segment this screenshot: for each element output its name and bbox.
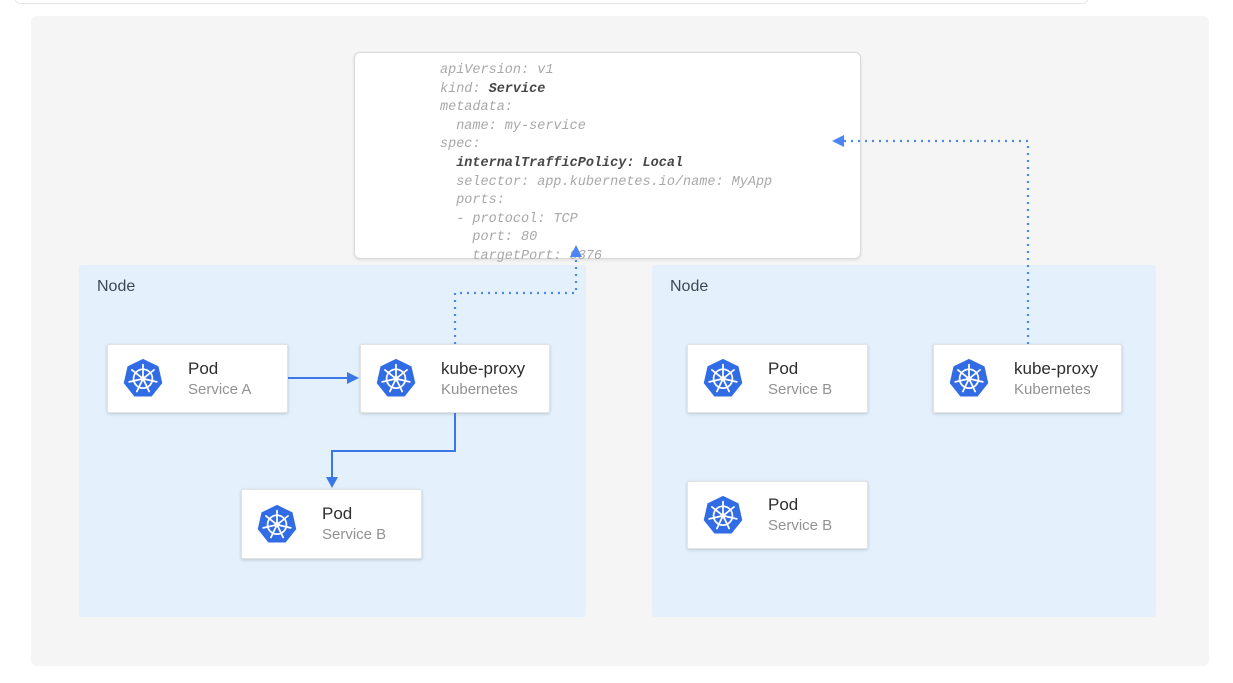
card-title: Pod	[768, 358, 799, 378]
card-subtitle: Service B	[768, 380, 833, 398]
yaml-line: name: my-service	[440, 118, 586, 134]
card-title: Pod	[768, 495, 799, 514]
yaml-line: spec:	[440, 137, 481, 153]
yaml-line: - protocol: TCP	[440, 211, 578, 227]
card-kube-proxy-right: kube-proxy Kubernetes	[933, 344, 1122, 413]
kubernetes-icon	[703, 495, 743, 534]
yaml-line: port: 80	[440, 230, 538, 246]
yaml-line: apiVersion: v1	[440, 63, 554, 78]
yaml-line: internalTrafficPolicy: Local	[456, 155, 684, 171]
card-subtitle: Service A	[188, 380, 252, 398]
node-left: Node Pod	[79, 265, 586, 617]
card-subtitle: Service B	[768, 517, 833, 534]
kubernetes-icon	[376, 358, 416, 397]
node-label: Node	[670, 278, 709, 295]
card-subtitle: Service B	[322, 526, 387, 543]
card-title: Pod	[322, 504, 353, 523]
card-title: kube-proxy	[1014, 358, 1099, 378]
yaml-line: metadata:	[440, 100, 513, 116]
kubernetes-icon	[949, 358, 989, 397]
card-pod-service-b-left: Pod Service B	[241, 489, 422, 559]
yaml-line: ports:	[440, 193, 505, 209]
card-kube-proxy-left: kube-proxy Kubernetes	[360, 344, 550, 413]
kubernetes-icon	[257, 504, 297, 543]
card-pod-service-b-right-2: Pod Service B	[687, 481, 868, 549]
card-subtitle: Kubernetes	[441, 380, 518, 398]
card-pod-service-b-right-1: Pod Service B	[687, 344, 868, 413]
service-yaml-box: apiVersion: v1 kind: Service metadata: n…	[354, 52, 861, 264]
card-title: Pod	[188, 358, 219, 378]
node-right: Node Pod	[652, 265, 1156, 617]
content-card-bottom-edge	[14, 0, 1089, 4]
kubernetes-icon	[123, 358, 163, 397]
yaml-line: kind: Service	[440, 81, 546, 97]
card-title: kube-proxy	[441, 358, 526, 378]
node-label: Node	[97, 278, 136, 295]
diagram-canvas: apiVersion: v1 kind: Service metadata: n…	[31, 16, 1209, 666]
yaml-code: apiVersion: v1 kind: Service metadata: n…	[355, 53, 860, 264]
yaml-line: selector: app.kubernetes.io/name: MyApp	[440, 174, 773, 190]
card-subtitle: Kubernetes	[1014, 380, 1091, 398]
yaml-line: targetPort: 9376	[440, 248, 603, 264]
card-pod-service-a: Pod Service A	[107, 344, 288, 413]
kubernetes-icon	[703, 358, 743, 397]
